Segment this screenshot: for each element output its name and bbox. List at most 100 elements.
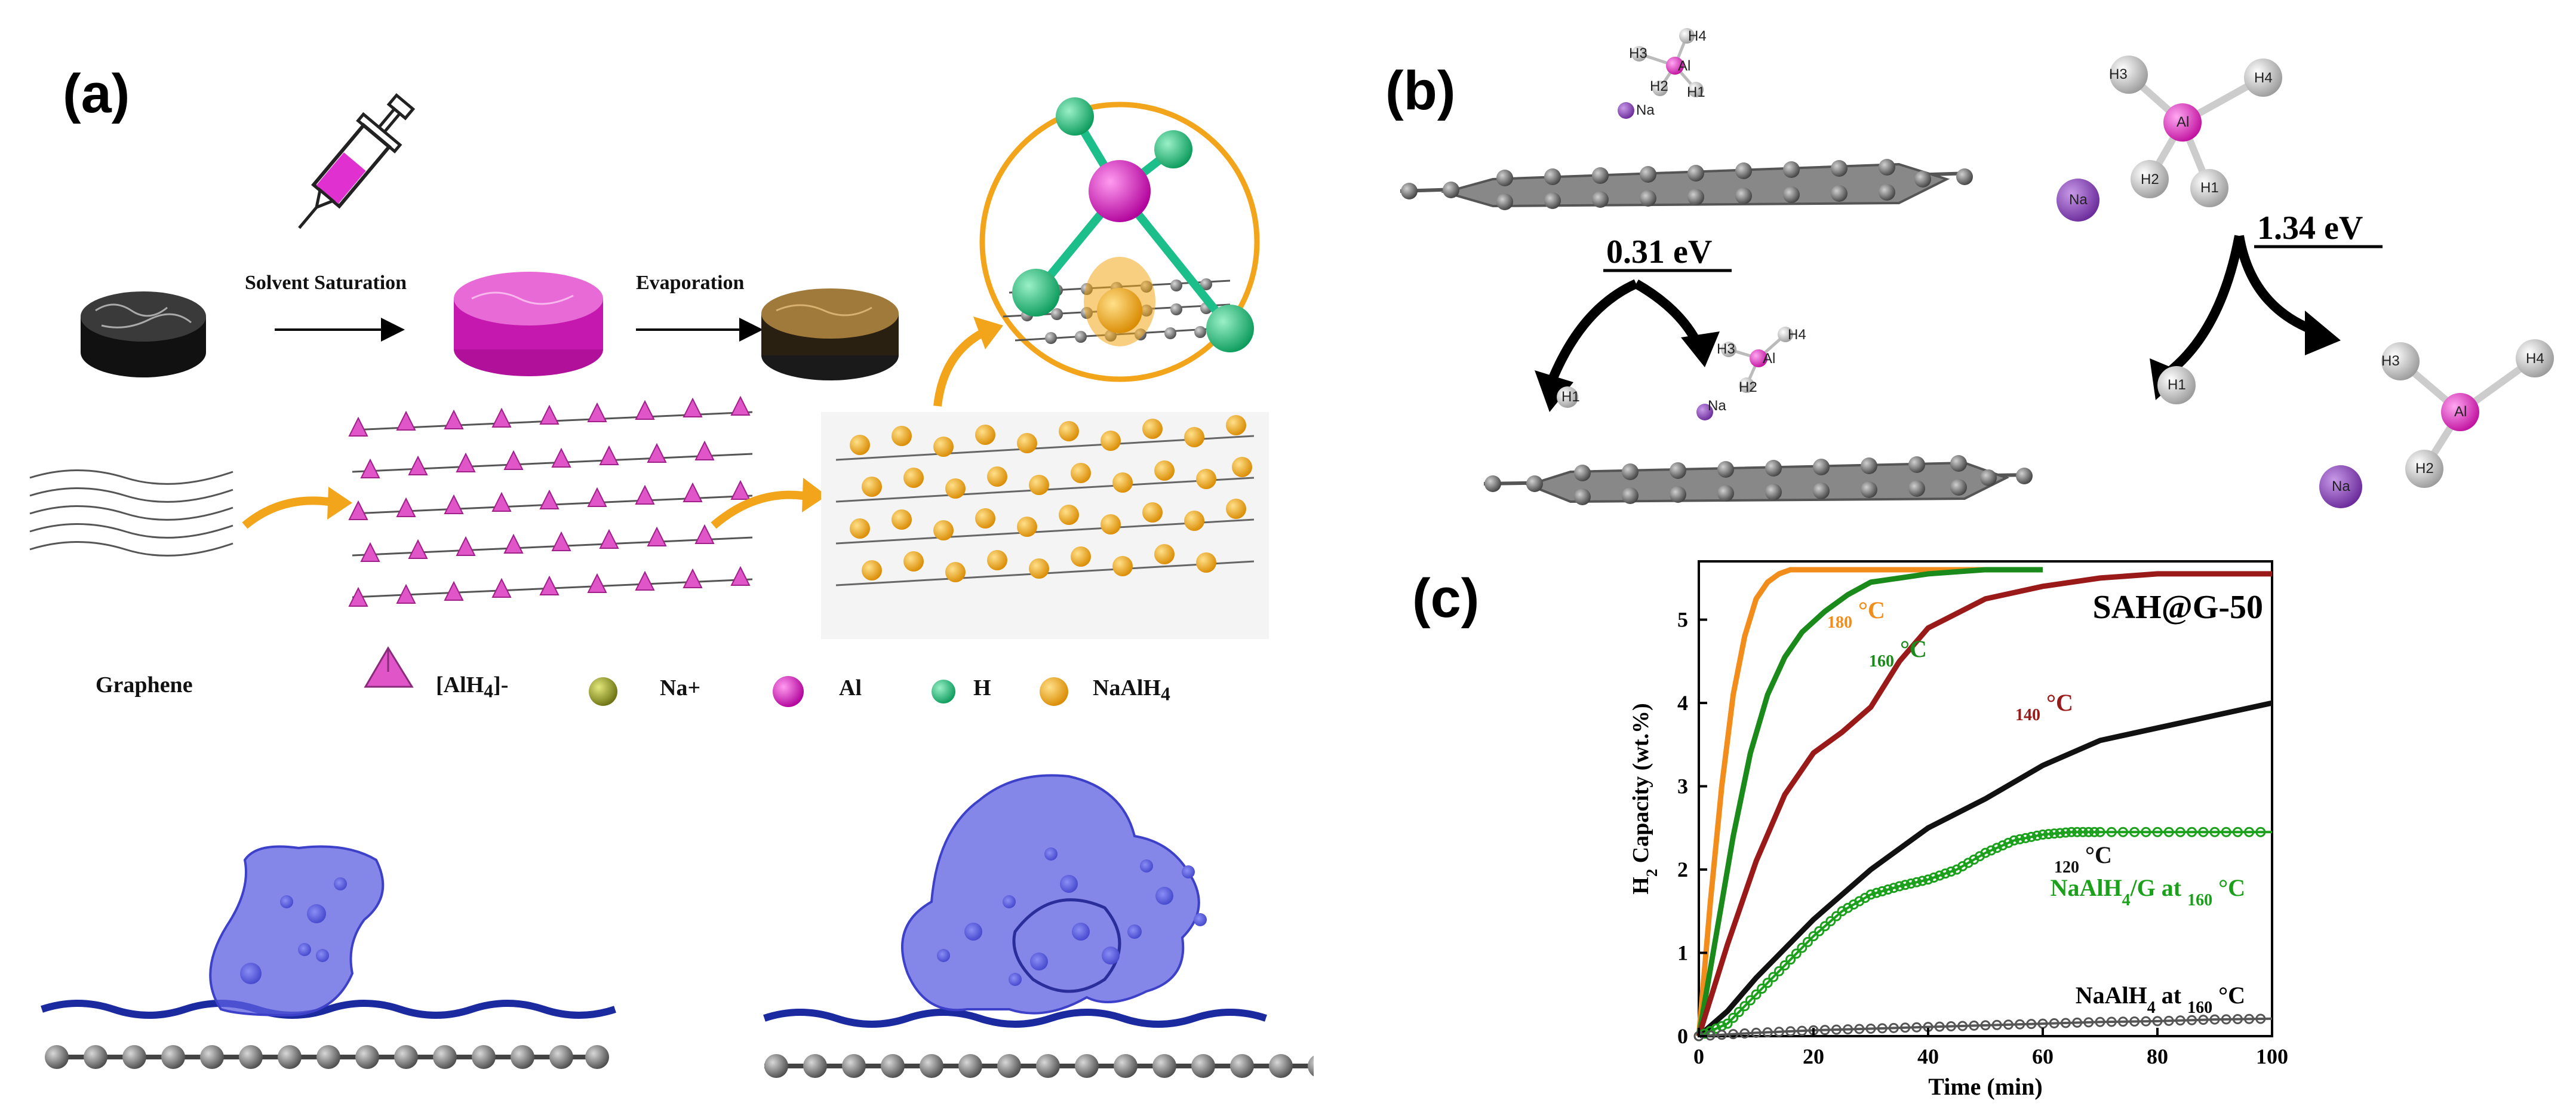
series-marker (1779, 960, 1790, 970)
charge-density-left (41, 845, 616, 1069)
energy-left: 0.31 eV (1535, 234, 1732, 412)
series-marker (1745, 995, 1756, 1006)
series-marker (1854, 1024, 1865, 1034)
series-marker (2015, 834, 2025, 844)
series-marker (1865, 1023, 1876, 1034)
series-marker (1905, 878, 1916, 889)
series-marker (2083, 827, 2094, 837)
series-marker (1980, 847, 1991, 858)
atom-h1-b: H1 (1561, 389, 1580, 405)
series-marker (1785, 1026, 1796, 1037)
series-marker (2031, 830, 2042, 841)
series-marker (1911, 877, 1922, 887)
series-marker (2198, 827, 2209, 837)
series-marker (2129, 827, 2140, 837)
series-marker (2152, 827, 2163, 837)
series-marker (1957, 1021, 1968, 1031)
series-marker (1929, 872, 1939, 883)
series-marker (1865, 889, 1876, 900)
syringe-icon (298, 93, 416, 229)
atom-h4-d: H4 (2526, 351, 2544, 367)
series-marker (1791, 948, 1802, 959)
step-evaporation: Evaporation (636, 272, 745, 294)
series-marker (2020, 832, 2031, 843)
series-marker (2083, 1017, 2094, 1028)
x-axis-label: Time (min) (1928, 1073, 2042, 1100)
atom-h2-a: H2 (1650, 78, 1668, 94)
series-line (1696, 567, 2043, 1037)
graphene-sheets (29, 469, 233, 557)
atom-h1-free-b (2157, 366, 2196, 404)
series-marker (1716, 1030, 1727, 1040)
series-marker (2077, 827, 2088, 837)
series-marker (1814, 926, 1825, 936)
series-label: NaAlH4/G at 160 °C (2051, 874, 2245, 910)
series-marker (2175, 827, 2185, 837)
series-marker (1945, 1021, 1956, 1032)
graphene-sheet-bottom (1483, 455, 2033, 505)
atom-na-b: Na (1708, 398, 1726, 414)
series-marker (1991, 1019, 2002, 1030)
atom-al-b: Al (1763, 351, 1775, 367)
series-marker (1722, 1018, 1733, 1029)
atom-h3-b: H3 (1717, 341, 1735, 357)
x-tick-label: 0 (1693, 1045, 1704, 1068)
molecule-bottom-right: H3 H4 Al H2 Na (2319, 339, 2554, 508)
series-marker (2244, 827, 2255, 837)
series-marker (2003, 837, 2014, 848)
atom-h1-d: H1 (2168, 377, 2186, 393)
series-marker (1980, 1020, 1991, 1031)
atom-h1-a: H1 (1687, 84, 1705, 100)
series-marker (1808, 931, 1819, 942)
series-marker (2255, 1013, 2266, 1024)
series-marker (2141, 1016, 2151, 1027)
series-marker (1934, 1021, 1945, 1032)
series-marker (1917, 875, 1928, 886)
series-marker (2060, 827, 2071, 838)
series-marker (2163, 1015, 2174, 1026)
series-marker (2117, 1016, 2128, 1027)
x-tick-label: 100 (2256, 1045, 2288, 1068)
atom-h1-c: H1 (2200, 180, 2219, 196)
series-marker (2163, 827, 2174, 837)
series-marker (1888, 883, 1899, 893)
series-marker (1831, 1024, 1842, 1035)
energy-right: 1.34 eV (2150, 210, 2383, 400)
molecule-bottom-left: H3 H4 Al H2 Na (1696, 327, 1806, 420)
series-marker (1877, 886, 1888, 896)
series-marker (2095, 827, 2105, 837)
series-marker (1757, 984, 1767, 994)
series-marker (2072, 827, 2083, 837)
series-marker (1733, 1007, 1744, 1018)
y-tick-label: 5 (1677, 608, 1688, 632)
series-marker (1986, 845, 1997, 856)
series-marker (2198, 1015, 2209, 1025)
series-marker (2009, 835, 2019, 846)
series-marker (2129, 1016, 2140, 1027)
series-marker (2037, 829, 2048, 840)
series-label: NaAlH4 at 160 °C (2076, 982, 2245, 1017)
series-marker (2152, 1016, 2163, 1027)
series-marker (2049, 1018, 2059, 1029)
panel-b-label: (b) (1385, 60, 1456, 121)
disk-evaporated (761, 288, 899, 380)
series-marker (1900, 880, 1911, 890)
series-label: 140 °C (2015, 689, 2073, 724)
series-marker (1894, 881, 1905, 892)
series-marker (1728, 1012, 1739, 1023)
y-tick-label: 0 (1677, 1024, 1688, 1048)
graphene-naalh4-layers (821, 412, 1269, 639)
step-solvent-saturation: Solvent Saturation (245, 272, 407, 294)
series-marker (1819, 1025, 1830, 1036)
legend-alh4: [AlH4]- (436, 672, 509, 702)
series-marker (2175, 1015, 2185, 1026)
series-marker (1991, 843, 2002, 853)
series-marker (2187, 827, 2197, 837)
series-marker (2015, 1019, 2025, 1030)
series-marker (2060, 1018, 2071, 1028)
series-marker (2209, 827, 2220, 837)
series-marker (2187, 1015, 2197, 1025)
series-marker (1888, 1022, 1899, 1033)
series-marker (2255, 827, 2266, 837)
